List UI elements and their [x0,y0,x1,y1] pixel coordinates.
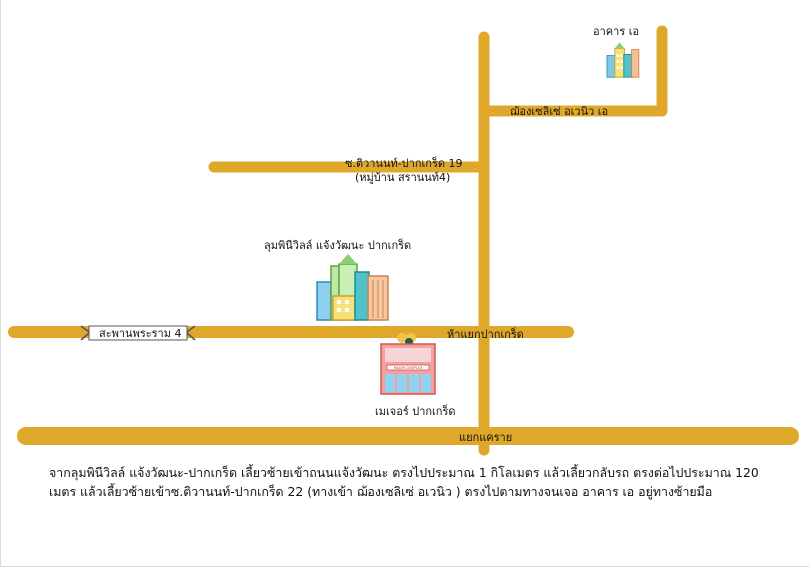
label-khae-rai: แยกแคราย [459,431,513,444]
building-a-icon [606,42,640,78]
label-bridge: สะพานพระราม 4 [99,327,182,340]
major-cinema-icon: MAJOR CINEPLEX [380,333,436,395]
label-muang-soi: ฌ้องเซลิเซ่ อเวนิว เอ [510,105,609,118]
directions-text: จากลุมพินีวิลล์ แจ้งวัฒนะ-ปากเกร็ด เลี้ย… [49,465,759,499]
major-sign-text: MAJOR CINEPLEX [394,366,423,370]
road-soi-muang [478,25,668,117]
label-building-a: อาคาร เอ [593,25,640,38]
label-pakkret-junction: ห้าแยกปากเกร็ด [447,328,524,341]
label-major: เมเจอร์ ปากเกร็ด [375,405,456,418]
label-lumpini: ลุมพินีวิลล์ แจ้งวัฒนะ ปากเกร็ด [264,239,412,252]
lumpini-buildings-icon [316,254,389,321]
bridge-icon [80,325,196,341]
label-soi-tiwanon-sub: (หมู่บ้าน สรานนท์4) [355,171,451,184]
label-soi-tiwanon: ซ.ติวานนท์-ปากเกร็ด 19 [345,157,463,170]
